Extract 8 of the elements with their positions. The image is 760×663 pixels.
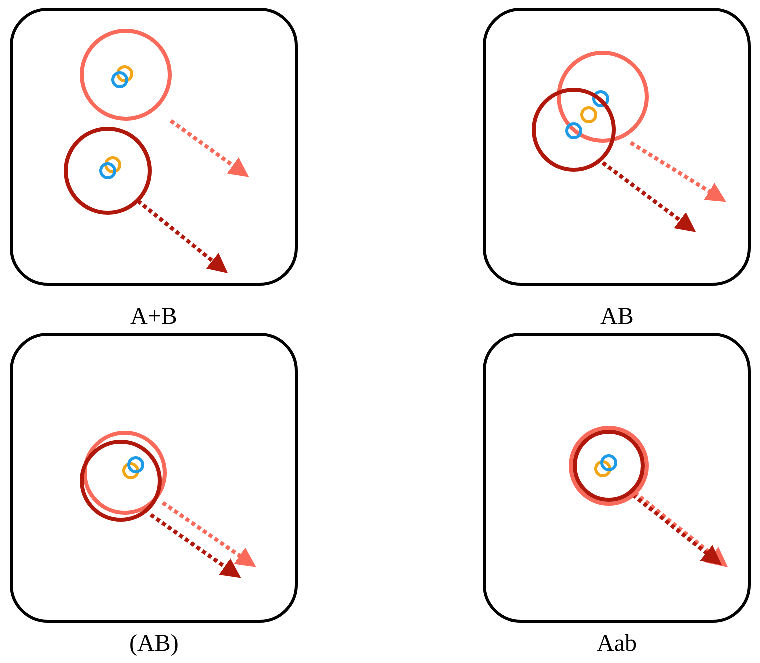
panel-caption: (AB) [130,631,179,658]
panel-caption: Aab [597,631,637,658]
panel-frame [10,8,298,286]
panel-frame [483,8,751,286]
panel-frame [10,333,298,623]
panel-frame [483,333,751,623]
panel-caption: A+B [130,304,178,331]
panel-caption: AB [600,304,634,331]
